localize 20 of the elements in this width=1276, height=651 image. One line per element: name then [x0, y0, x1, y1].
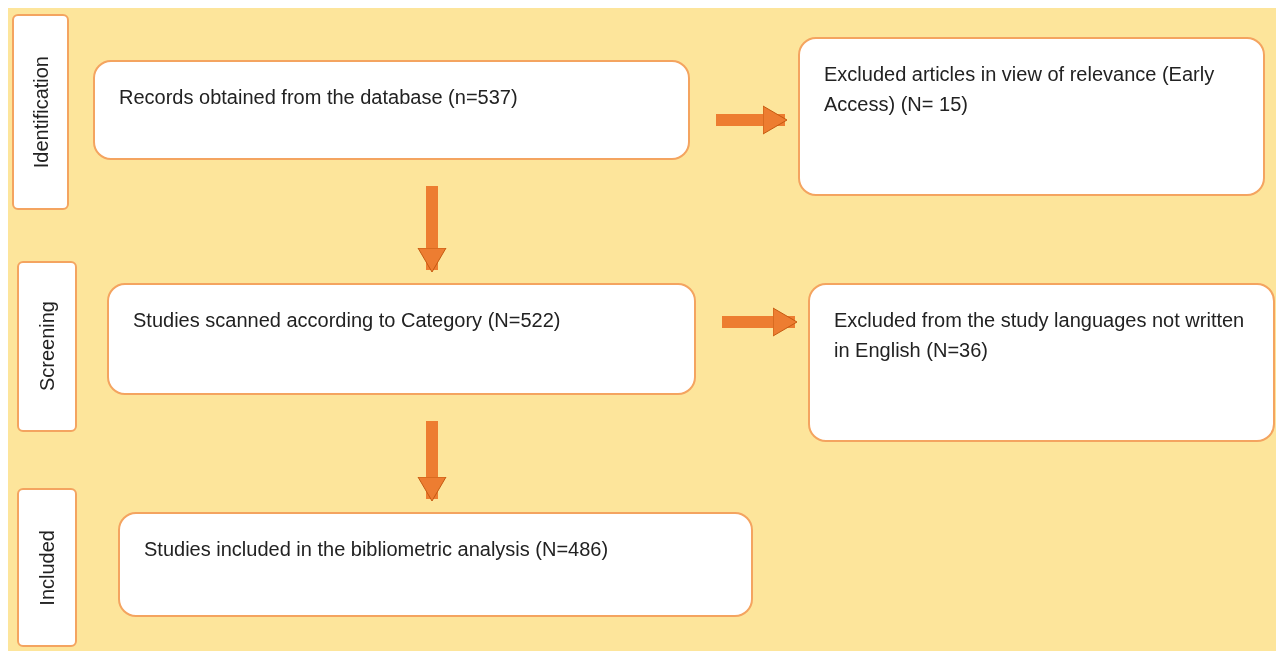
stage-label-box — [12, 14, 69, 210]
process-box — [107, 283, 696, 395]
process-box — [798, 37, 1265, 196]
process-box — [93, 60, 690, 160]
stage-label-box — [17, 488, 77, 647]
process-box — [118, 512, 753, 617]
block-arrow — [722, 307, 798, 337]
block-arrow — [716, 105, 788, 135]
stage-label: Screening — [35, 301, 59, 392]
process-box — [808, 283, 1275, 442]
block-arrow — [417, 421, 447, 502]
box-text: Excluded from the study languages not written in English (N=36) — [834, 308, 1246, 363]
box-text: Excluded articles in view of relevance (Early Access) (N= 15) — [824, 62, 1216, 117]
block-arrow — [417, 186, 447, 273]
stage-label: Identification — [28, 55, 53, 169]
stage-label-box — [17, 261, 77, 432]
box-text: Studies scanned according to Category (N=522) — [133, 308, 562, 333]
box-text: Records obtained from the database (n=537) — [119, 85, 519, 110]
box-text: Studies included in the bibliometric analysis (N=486) — [144, 537, 610, 562]
stage-label: Included — [35, 529, 59, 606]
